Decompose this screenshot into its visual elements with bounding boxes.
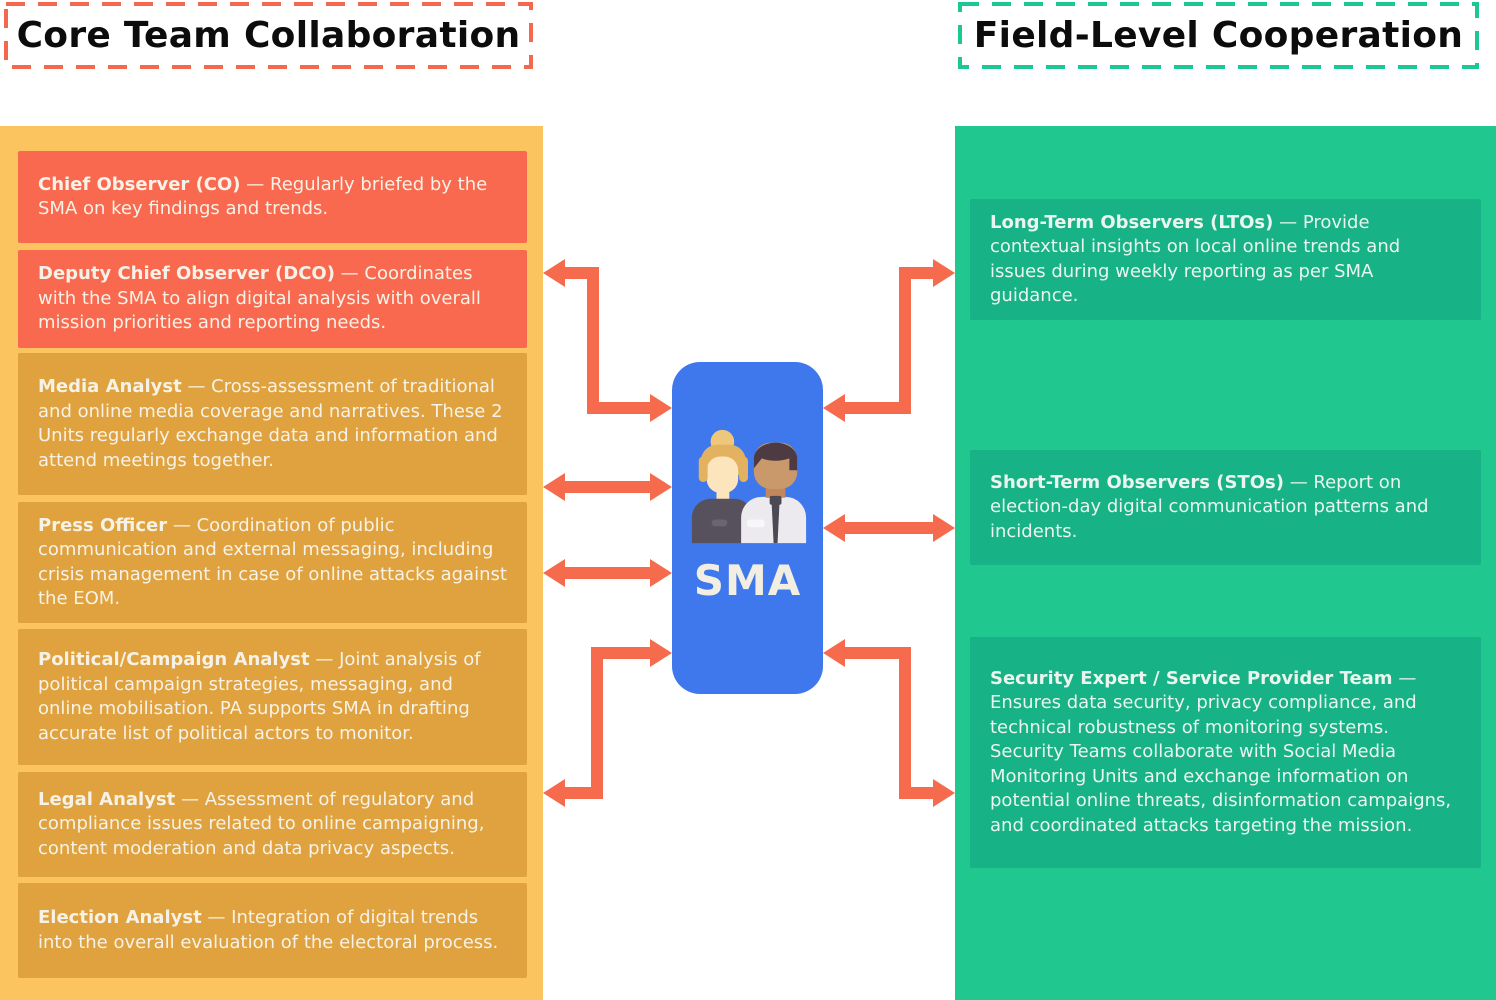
role-desc: — Regularly briefed by the SMA on key fi… xyxy=(38,173,488,220)
role-label: Chief Observer (CO) xyxy=(38,173,241,195)
role-box-security-expert-team: Security Expert / Service Provider Team … xyxy=(970,637,1481,868)
role-label: Political/Campaign Analyst xyxy=(38,649,310,670)
role-box-legal-analyst: Legal Analyst — Assessment of regulatory… xyxy=(18,772,527,877)
role-box-political-campaign-analyst: Political/Campaign Analyst — Joint analy… xyxy=(18,629,527,765)
role-label: Election Analyst xyxy=(38,907,202,928)
role-label: Press Officer xyxy=(38,514,168,536)
sma-node: SMA xyxy=(672,362,823,694)
role-desc: — Coordination of public communication a… xyxy=(38,514,507,610)
role-desc: — Report on election-day digital communi… xyxy=(990,471,1429,542)
right-title-text: Field-Level Cooperation xyxy=(973,15,1464,56)
right-section-title: Field-Level Cooperation xyxy=(958,2,1479,69)
role-box-short-term-observers: Short-Term Observers (STOs) — Report on … xyxy=(970,450,1481,565)
role-desc: — Coordinates with the SMA to align digi… xyxy=(38,263,481,334)
role-box-long-term-observers: Long-Term Observers (LTOs) — Provide con… xyxy=(970,199,1481,320)
two-people-icon xyxy=(691,429,806,544)
sma-label: SMA xyxy=(693,556,802,605)
role-label: Deputy Chief Observer (DCO) xyxy=(38,263,335,285)
role-desc: — Integration of digital trends into the… xyxy=(38,907,499,953)
field-level-panel: Long-Term Observers (LTOs) — Provide con… xyxy=(955,126,1496,1000)
role-box-press-officer: Press Officer — Coordination of public c… xyxy=(18,502,527,623)
role-desc: — Ensures data security, privacy complia… xyxy=(990,667,1452,836)
role-label: Short-Term Observers (STOs) xyxy=(990,471,1284,493)
role-desc: — Provide contextual insights on local o… xyxy=(990,211,1401,307)
role-desc: — Assessment of regulatory and complianc… xyxy=(38,788,485,859)
role-label: Security Expert / Service Provider Team xyxy=(990,667,1393,689)
role-label: Legal Analyst xyxy=(38,788,176,810)
role-label: Long-Term Observers (LTOs) xyxy=(990,211,1274,233)
role-desc: — Cross-assessment of traditional and on… xyxy=(38,376,503,471)
role-label: Media Analyst xyxy=(38,376,182,397)
left-section-title: Core Team Collaboration xyxy=(4,2,533,69)
role-box-chief-observer: Chief Observer (CO) — Regularly briefed … xyxy=(18,151,527,243)
role-desc: — Joint analysis of political campaign s… xyxy=(38,649,481,744)
core-team-panel: Chief Observer (CO) — Regularly briefed … xyxy=(0,126,543,1000)
role-box-media-analyst: Media Analyst — Cross-assessment of trad… xyxy=(18,353,527,495)
role-box-deputy-chief-observer: Deputy Chief Observer (DCO) — Coordinate… xyxy=(18,250,527,348)
left-title-text: Core Team Collaboration xyxy=(16,15,521,56)
role-box-election-analyst: Election Analyst — Integration of digita… xyxy=(18,883,527,978)
